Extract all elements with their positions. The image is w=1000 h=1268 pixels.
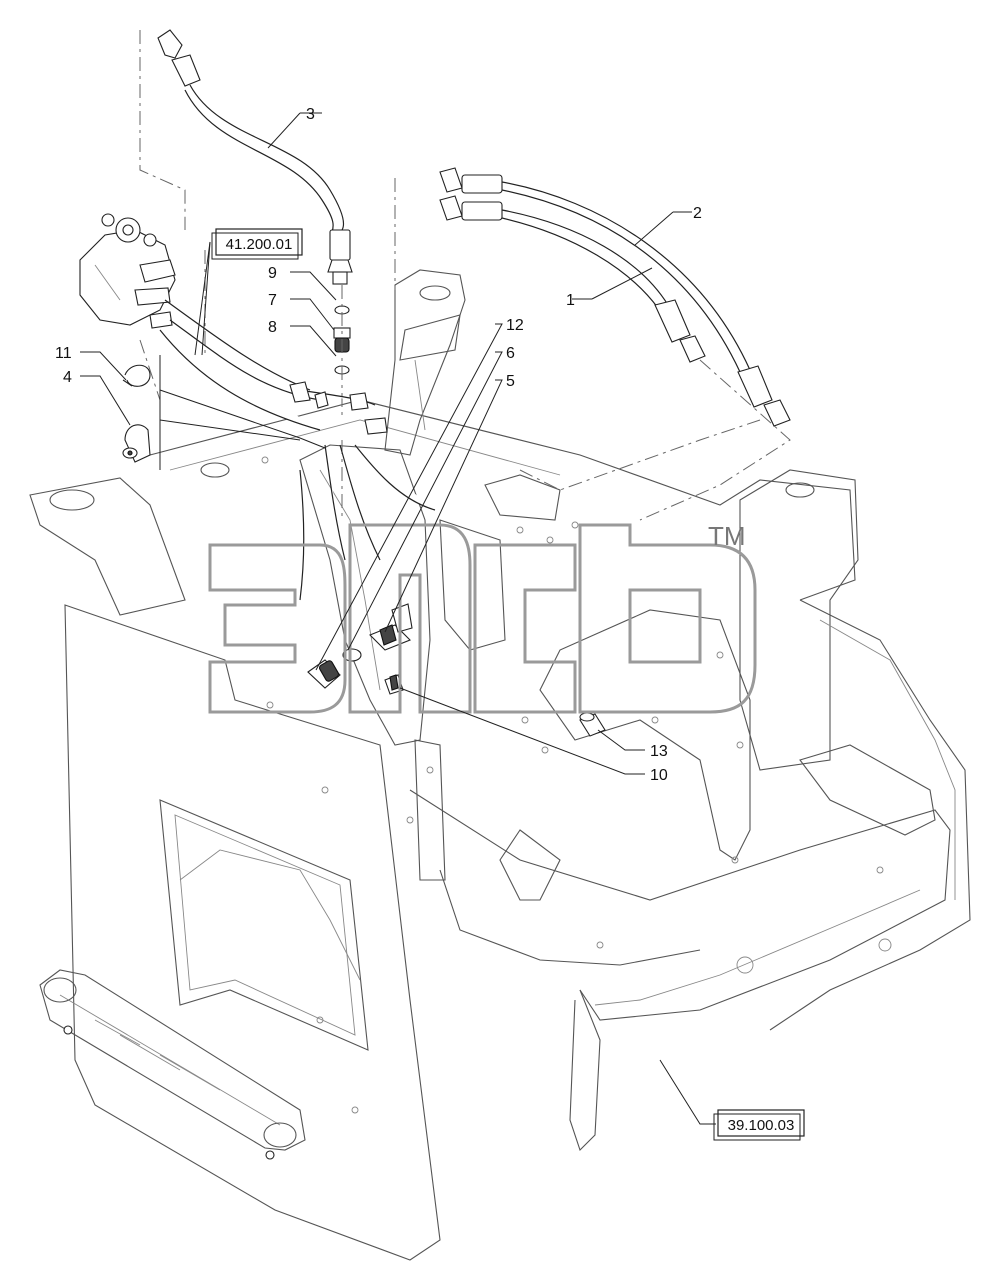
callout-4[interactable]: 4 (63, 369, 72, 386)
leader-lines (80, 112, 716, 1125)
center-tower (299, 269, 561, 746)
hose-bundle (289, 381, 436, 601)
fitting-12 (307, 659, 341, 689)
trademark-label: TM (708, 521, 746, 551)
callout-labels: 1 2 3 4 5 6 7 8 9 10 11 12 13 (55, 106, 702, 784)
chassis-frame (29, 399, 971, 1261)
callout-1[interactable]: 1 (566, 292, 575, 309)
fittings-stack (333, 285, 351, 520)
callout-13[interactable]: 13 (650, 743, 668, 760)
fitting-6 (342, 648, 362, 662)
callout-5[interactable]: 5 (506, 373, 515, 390)
callout-12[interactable]: 12 (506, 317, 524, 334)
bolt-holes (261, 456, 884, 1114)
ref-label-41-200-01: 41.200.01 (226, 236, 293, 253)
fitting-5 (369, 603, 413, 651)
clamp-11 (122, 364, 151, 387)
callout-8[interactable]: 8 (268, 319, 277, 336)
callout-11[interactable]: 11 (55, 345, 72, 362)
ref-label-39-100-03: 39.100.03 (728, 1117, 795, 1134)
hoses-1-2 (394, 167, 791, 521)
pivot-link (39, 969, 306, 1160)
callout-9[interactable]: 9 (268, 265, 277, 282)
callout-7[interactable]: 7 (268, 292, 277, 309)
watermark-logo: TM (208, 521, 757, 714)
ref-box-39-100-03[interactable]: 39.100.03 (713, 1109, 805, 1141)
callout-10[interactable]: 10 (650, 767, 668, 784)
valve-block (79, 213, 321, 431)
callout-6[interactable]: 6 (506, 345, 515, 362)
ref-box-41-200-01[interactable]: 41.200.01 (211, 228, 303, 260)
callout-2[interactable]: 2 (693, 205, 702, 222)
clip-4 (122, 424, 151, 463)
callout-3[interactable]: 3 (306, 106, 315, 123)
hose-3 (139, 29, 353, 285)
